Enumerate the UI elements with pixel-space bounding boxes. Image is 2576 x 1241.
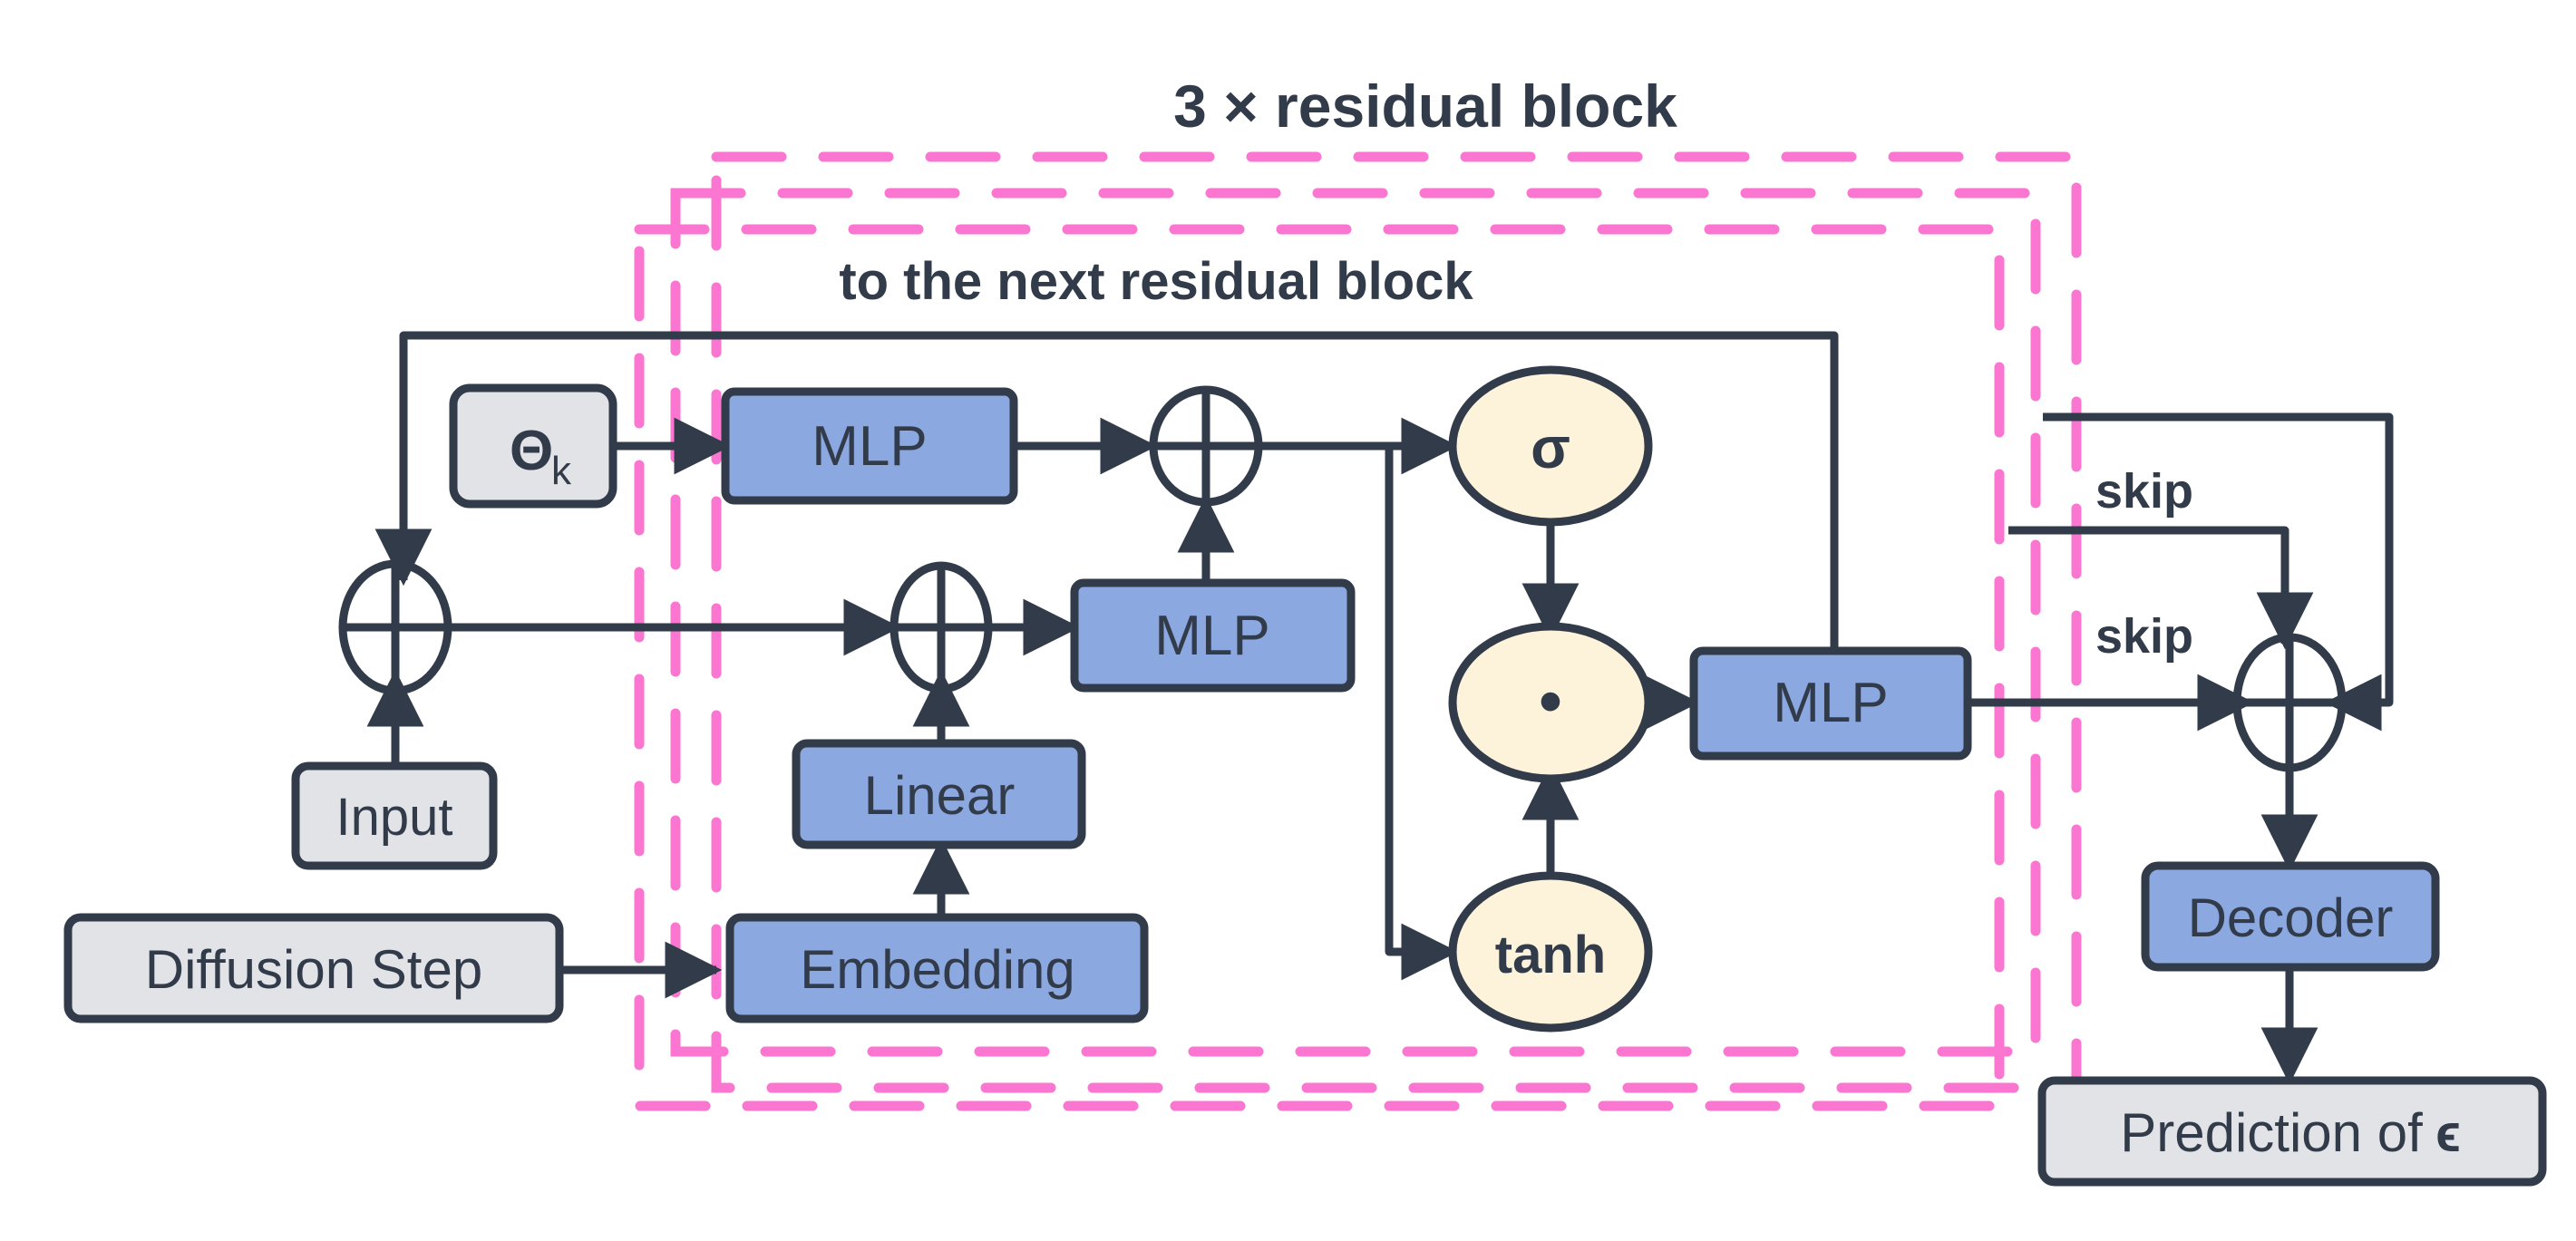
operator-plus-input[interactable]: [338, 559, 452, 695]
embedding-label: Embedding: [800, 939, 1075, 1000]
input-box[interactable]: [291, 761, 498, 870]
prediction-box[interactable]: [2037, 1076, 2547, 1187]
embedding-box[interactable]: [725, 913, 1149, 1023]
product-ellipse[interactable]: [1448, 622, 1653, 783]
mlp-mid-label: MLP: [1154, 605, 1269, 667]
operator-plus-gate[interactable]: [1149, 385, 1263, 507]
node-sigma[interactable]: σ: [1448, 365, 1653, 527]
node-embedding[interactable]: Embedding: [725, 913, 1149, 1023]
edge-residual-bus: [374, 331, 1839, 666]
theta-k-subscript: k: [551, 449, 572, 493]
prediction-epsilon-symbol: ϵ: [2435, 1104, 2461, 1163]
edge-skip-upper: [2043, 412, 2394, 732]
product-label: •: [1539, 665, 1561, 738]
mlp-top-label: MLP: [812, 415, 927, 478]
theta-k-label: Θ: [510, 420, 553, 482]
sigma-label: σ: [1531, 415, 1570, 480]
skip-upper-label: skip: [2095, 464, 2193, 519]
operator-plus-embed[interactable]: [889, 561, 993, 693]
node-prediction[interactable]: Prediction of ϵ: [2037, 1076, 2547, 1187]
diffusion-step-label: Diffusion Step: [145, 939, 482, 1000]
decoder-label: Decoder: [2188, 887, 2394, 948]
linear-label: Linear: [864, 765, 1016, 826]
edge-skip-lower: [2008, 526, 2314, 650]
next-residual-block-label: to the next residual block: [839, 252, 1473, 311]
input-label: Input: [336, 788, 453, 847]
mlp-mid-box[interactable]: [1070, 578, 1356, 693]
node-mlp-right[interactable]: MLP: [1689, 646, 1972, 761]
node-linear[interactable]: Linear: [792, 739, 1086, 849]
node-theta-k[interactable]: Θ k: [449, 383, 617, 509]
mlp-top-box[interactable]: [721, 387, 1018, 505]
node-diffusion-step[interactable]: Diffusion Step: [63, 913, 564, 1023]
tanh-label: tanh: [1495, 926, 1606, 984]
page-title: 3 × residual block: [1173, 73, 1677, 140]
theta-k-box[interactable]: [449, 383, 617, 509]
node-input[interactable]: Input: [291, 761, 498, 870]
mlp-right-box[interactable]: [1689, 646, 1972, 761]
linear-box[interactable]: [792, 739, 1086, 849]
node-tanh[interactable]: tanh: [1448, 871, 1653, 1033]
prediction-label: Prediction of: [2120, 1102, 2423, 1163]
diffusion-step-box[interactable]: [63, 913, 564, 1023]
skip-lower-label: skip: [2095, 609, 2193, 664]
node-mlp-top[interactable]: MLP: [721, 387, 1018, 505]
residual-frame-middle: [670, 188, 2041, 1057]
node-decoder[interactable]: Decoder: [2141, 861, 2440, 972]
tanh-ellipse[interactable]: [1448, 871, 1653, 1033]
node-product[interactable]: •: [1448, 622, 1653, 783]
node-mlp-mid[interactable]: MLP: [1070, 578, 1356, 693]
sigma-ellipse[interactable]: [1448, 365, 1653, 527]
edge-plustop-branch-down-to-tanh: [1385, 446, 1459, 981]
mlp-right-label: MLP: [1773, 672, 1888, 734]
operator-plus-skip-sum[interactable]: [2232, 633, 2347, 772]
residual-frame-inner: [634, 224, 2005, 1111]
decoder-box[interactable]: [2141, 861, 2440, 972]
